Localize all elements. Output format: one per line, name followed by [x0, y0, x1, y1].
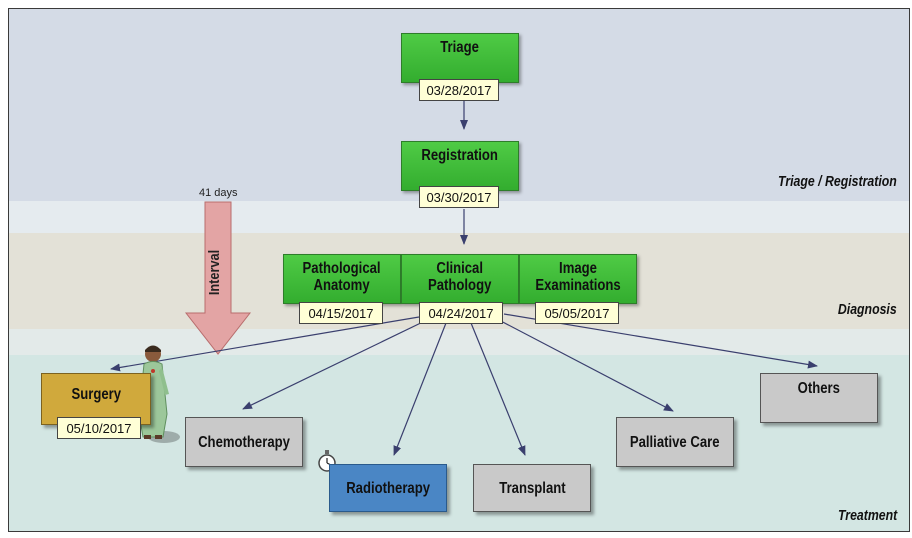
- transplant-label: Transplant: [498, 479, 566, 497]
- chemotherapy-label: Chemotherapy: [198, 433, 290, 451]
- diagram-canvas: Triage / Registration Diagnosis Treatmen…: [8, 8, 910, 532]
- registration-label: Registration: [421, 147, 499, 164]
- registration-box: Registration: [401, 141, 519, 191]
- radiotherapy-box: Radiotherapy: [329, 464, 447, 512]
- registration-date: 03/30/2017: [419, 186, 499, 208]
- connector-to-chemotherapy: [242, 318, 430, 410]
- palliative-care-label: Palliative Care: [630, 433, 720, 451]
- connector-to-palliative: [496, 318, 674, 412]
- triage-date: 03/28/2017: [419, 79, 499, 101]
- others-label: Others: [797, 380, 841, 397]
- pathological-anatomy-label-line2: Anatomy: [313, 277, 371, 294]
- stage-label-treatment: Treatment: [837, 507, 897, 524]
- pathological-anatomy-date: 04/15/2017: [299, 302, 383, 324]
- surgery-label: Surgery: [71, 386, 121, 403]
- clinical-pathology-label-line2: Pathology: [428, 277, 492, 294]
- chemotherapy-box: Chemotherapy: [185, 417, 303, 467]
- palliative-care-box: Palliative Care: [616, 417, 734, 467]
- connector-to-radiotherapy: [393, 322, 447, 456]
- clinical-pathology-date: 04/24/2017: [419, 302, 503, 324]
- interval-arrow: [184, 201, 252, 355]
- triage-box: Triage: [401, 33, 519, 83]
- triage-label: Triage: [440, 39, 480, 56]
- connector-to-transplant: [470, 322, 526, 456]
- clinical-pathology-label-line1: Clinical: [436, 260, 484, 277]
- others-box: Others: [760, 373, 878, 423]
- stage-label-triage-registration: Triage / Registration: [778, 173, 897, 190]
- pathological-anatomy-label-line1: Pathological: [302, 260, 382, 277]
- image-examinations-label-line1: Image: [559, 260, 597, 277]
- interval-label: Interval: [206, 249, 224, 296]
- transplant-box: Transplant: [473, 464, 591, 512]
- surgery-date: 05/10/2017: [57, 417, 141, 439]
- stage-label-diagnosis: Diagnosis: [838, 301, 897, 318]
- radiotherapy-label: Radiotherapy: [346, 479, 430, 497]
- image-examinations-date: 05/05/2017: [535, 302, 619, 324]
- interval-days: 41 days: [199, 187, 238, 199]
- connector-to-surgery: [110, 316, 420, 372]
- surgery-box: Surgery: [41, 373, 151, 425]
- image-examinations-label-line2: Examinations: [535, 277, 621, 294]
